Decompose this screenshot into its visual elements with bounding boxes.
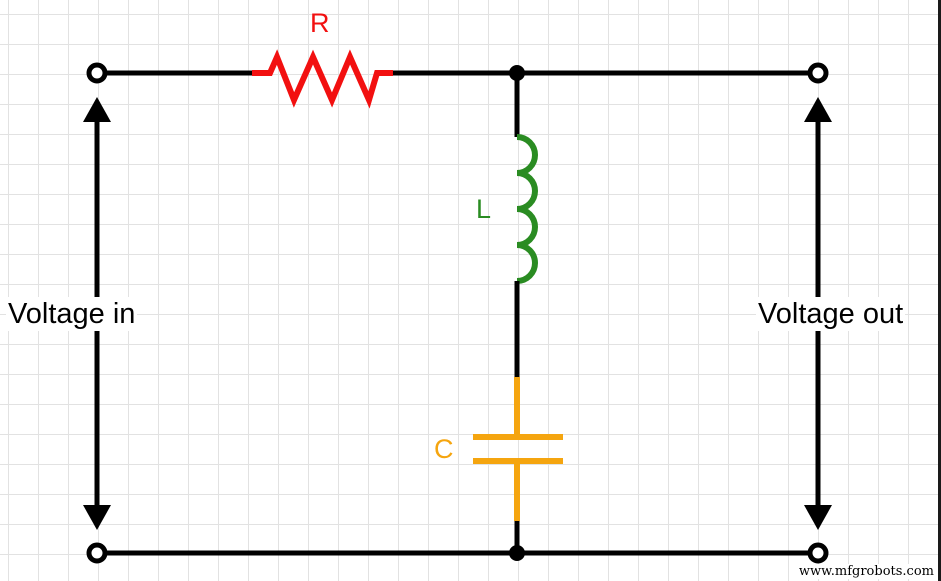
terminal-out-bottom bbox=[807, 542, 829, 564]
watermark: www.mfgrobots.com bbox=[795, 564, 937, 579]
capacitor-label: C bbox=[434, 434, 454, 464]
resistor-symbol bbox=[252, 49, 393, 109]
terminal-in-bottom bbox=[86, 542, 108, 564]
terminal-out-top bbox=[807, 62, 829, 84]
terminal-in-top bbox=[86, 62, 108, 84]
junction-dot-top bbox=[509, 65, 525, 81]
inductor-symbol bbox=[516, 134, 538, 284]
capacitor-symbol bbox=[473, 377, 563, 521]
canvas-right-border bbox=[938, 0, 941, 581]
inductor-label: L bbox=[476, 194, 492, 224]
voltage-in-label: Voltage in bbox=[6, 297, 138, 331]
voltage-out-label: Voltage out bbox=[756, 297, 906, 331]
resistor-label: R bbox=[310, 8, 330, 38]
junction-dot-bottom bbox=[509, 545, 525, 561]
